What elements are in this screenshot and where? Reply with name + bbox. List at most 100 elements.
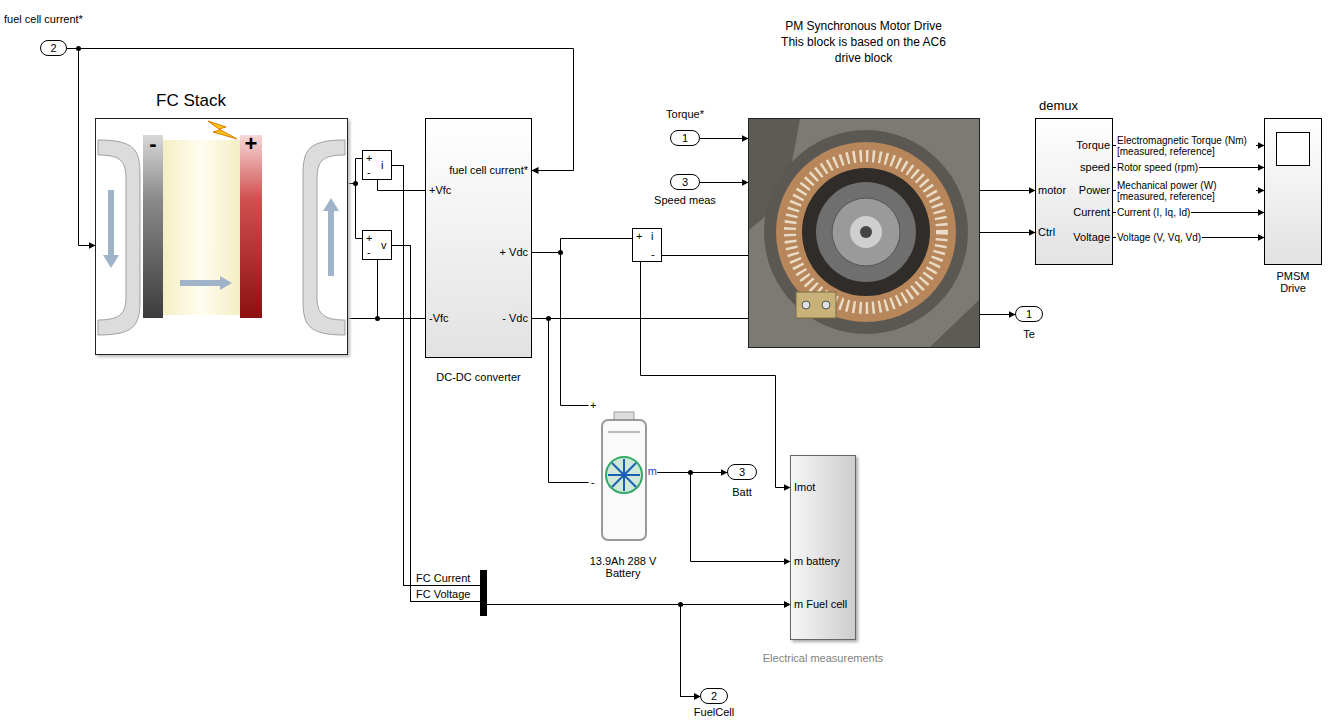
signal-name: FuelCell bbox=[684, 706, 744, 718]
signal-name: Te bbox=[999, 328, 1059, 340]
port-label: Imot bbox=[794, 481, 815, 493]
port-label: m Fuel cell bbox=[794, 598, 847, 610]
battery-icon bbox=[602, 412, 646, 540]
signal-line bbox=[980, 232, 1036, 233]
port-sign: + bbox=[590, 399, 596, 411]
power-wire bbox=[348, 159, 363, 184]
motor-photo bbox=[796, 292, 836, 318]
motor-photo bbox=[860, 226, 872, 238]
fuel-cell-picture bbox=[98, 140, 140, 335]
signal-line bbox=[392, 246, 701, 697]
inport: 2fuel cell current* bbox=[40, 40, 67, 56]
signal-name: i bbox=[651, 230, 653, 242]
fuel-cell-picture bbox=[240, 135, 262, 318]
signal-name: Speed meas bbox=[650, 194, 720, 206]
current-measurement: + i - bbox=[632, 228, 662, 262]
motor-photo bbox=[850, 216, 882, 248]
port-number: 1 bbox=[1016, 308, 1042, 320]
measurement-subsystem: Imotm batterym Fuel cellElectrical measu… bbox=[790, 455, 856, 640]
scope: PMSM Drive bbox=[1264, 118, 1322, 265]
port-sign: + bbox=[636, 230, 642, 242]
signal-name: fuel cell current* bbox=[4, 13, 83, 25]
port-sign: - bbox=[651, 248, 655, 260]
voltage-measurement: +v- bbox=[362, 230, 392, 260]
motor-photo bbox=[816, 182, 916, 282]
power-wire bbox=[378, 260, 426, 319]
power-wire bbox=[532, 319, 589, 483]
fuel-cell-picture bbox=[328, 210, 334, 276]
port-label: Current bbox=[1073, 206, 1110, 218]
polarity-sign: + bbox=[240, 132, 262, 155]
block-name: FC Stack bbox=[141, 92, 241, 110]
port-sign: + bbox=[366, 152, 372, 164]
port-number: 3 bbox=[671, 176, 699, 188]
signal-line bbox=[67, 49, 96, 246]
signal-label: FC Voltage bbox=[415, 588, 471, 600]
signal-name: i bbox=[381, 159, 383, 171]
signal-label: Electromagnetic Torque (Nm) [measured, r… bbox=[1116, 135, 1256, 157]
mux-bar bbox=[480, 570, 487, 616]
signal-line bbox=[700, 138, 749, 139]
block-name: demux bbox=[1039, 99, 1078, 113]
mux-bar bbox=[480, 570, 487, 616]
battery-icon bbox=[602, 420, 646, 540]
motor-photo bbox=[832, 198, 900, 266]
power-wire bbox=[378, 180, 426, 191]
motor-photo bbox=[930, 300, 979, 347]
motor-photo bbox=[790, 156, 942, 308]
port-sign: - bbox=[367, 166, 371, 178]
port-label: motor bbox=[1038, 184, 1066, 196]
fuel-cell-picture bbox=[96, 119, 347, 354]
polarity-sign: - bbox=[143, 132, 163, 155]
power-wire bbox=[532, 253, 589, 406]
signal-label: Current (I, Iq, Id) bbox=[1116, 207, 1191, 218]
block-name: PM Synchronous Motor Drive This block is… bbox=[776, 18, 951, 66]
fuel-cell-picture bbox=[303, 140, 345, 335]
fuel-cell-picture bbox=[143, 135, 163, 318]
fuel-cell-stack: FC Stack-+ bbox=[95, 118, 348, 355]
motor-photo bbox=[749, 119, 979, 347]
fuel-cell-picture bbox=[323, 198, 339, 211]
motor-photo bbox=[802, 301, 810, 309]
port-label: Voltage bbox=[1073, 231, 1110, 243]
block-name: DC-DC converter bbox=[405, 371, 552, 383]
fuel-cell-picture bbox=[163, 140, 240, 315]
signal-line bbox=[700, 182, 749, 183]
connector-group bbox=[67, 49, 1265, 697]
port-label: +Vfc bbox=[429, 184, 451, 196]
outport: 3Batt bbox=[727, 464, 757, 480]
signal-label: Mechanical power (W) [measured, referenc… bbox=[1116, 180, 1256, 202]
signal-name: Torque* bbox=[655, 108, 715, 120]
battery: +-m13.9Ah 288 V Battery bbox=[588, 398, 658, 545]
signal-line bbox=[980, 190, 1036, 191]
signal-line bbox=[658, 473, 791, 562]
fuel-cell-picture bbox=[96, 119, 347, 354]
port-number: 2 bbox=[41, 42, 66, 54]
fuel-cell-picture bbox=[103, 255, 119, 268]
block-name: 13.9Ah 288 V Battery bbox=[583, 555, 663, 579]
power-wire bbox=[662, 255, 749, 256]
signal-name: Batt bbox=[712, 486, 772, 498]
port-label: speed bbox=[1080, 161, 1110, 173]
motor-photo bbox=[802, 168, 930, 296]
port-sign: - bbox=[591, 476, 595, 488]
signal-label: Rotor speed (rpm) bbox=[1116, 162, 1199, 173]
port-number: 2 bbox=[701, 690, 727, 702]
fuel-cell-picture bbox=[220, 276, 232, 290]
block-name: PMSM Drive bbox=[1271, 270, 1315, 294]
port-label: - Vdc bbox=[502, 312, 528, 324]
power-wire bbox=[532, 239, 633, 253]
block-name: Electrical measurements bbox=[753, 652, 893, 664]
motor-photo bbox=[764, 130, 968, 334]
scope-screen bbox=[1276, 132, 1310, 166]
port-sign: + bbox=[366, 232, 372, 244]
power-wire bbox=[348, 184, 363, 239]
signal-line bbox=[980, 314, 1016, 315]
junction-dot bbox=[76, 46, 693, 607]
battery-icon bbox=[612, 463, 636, 487]
port-label: + Vdc bbox=[500, 246, 528, 258]
dc-dc-converter: fuel cell current*+Vfc-Vfc+ Vdc- VdcDC-D… bbox=[425, 118, 532, 358]
